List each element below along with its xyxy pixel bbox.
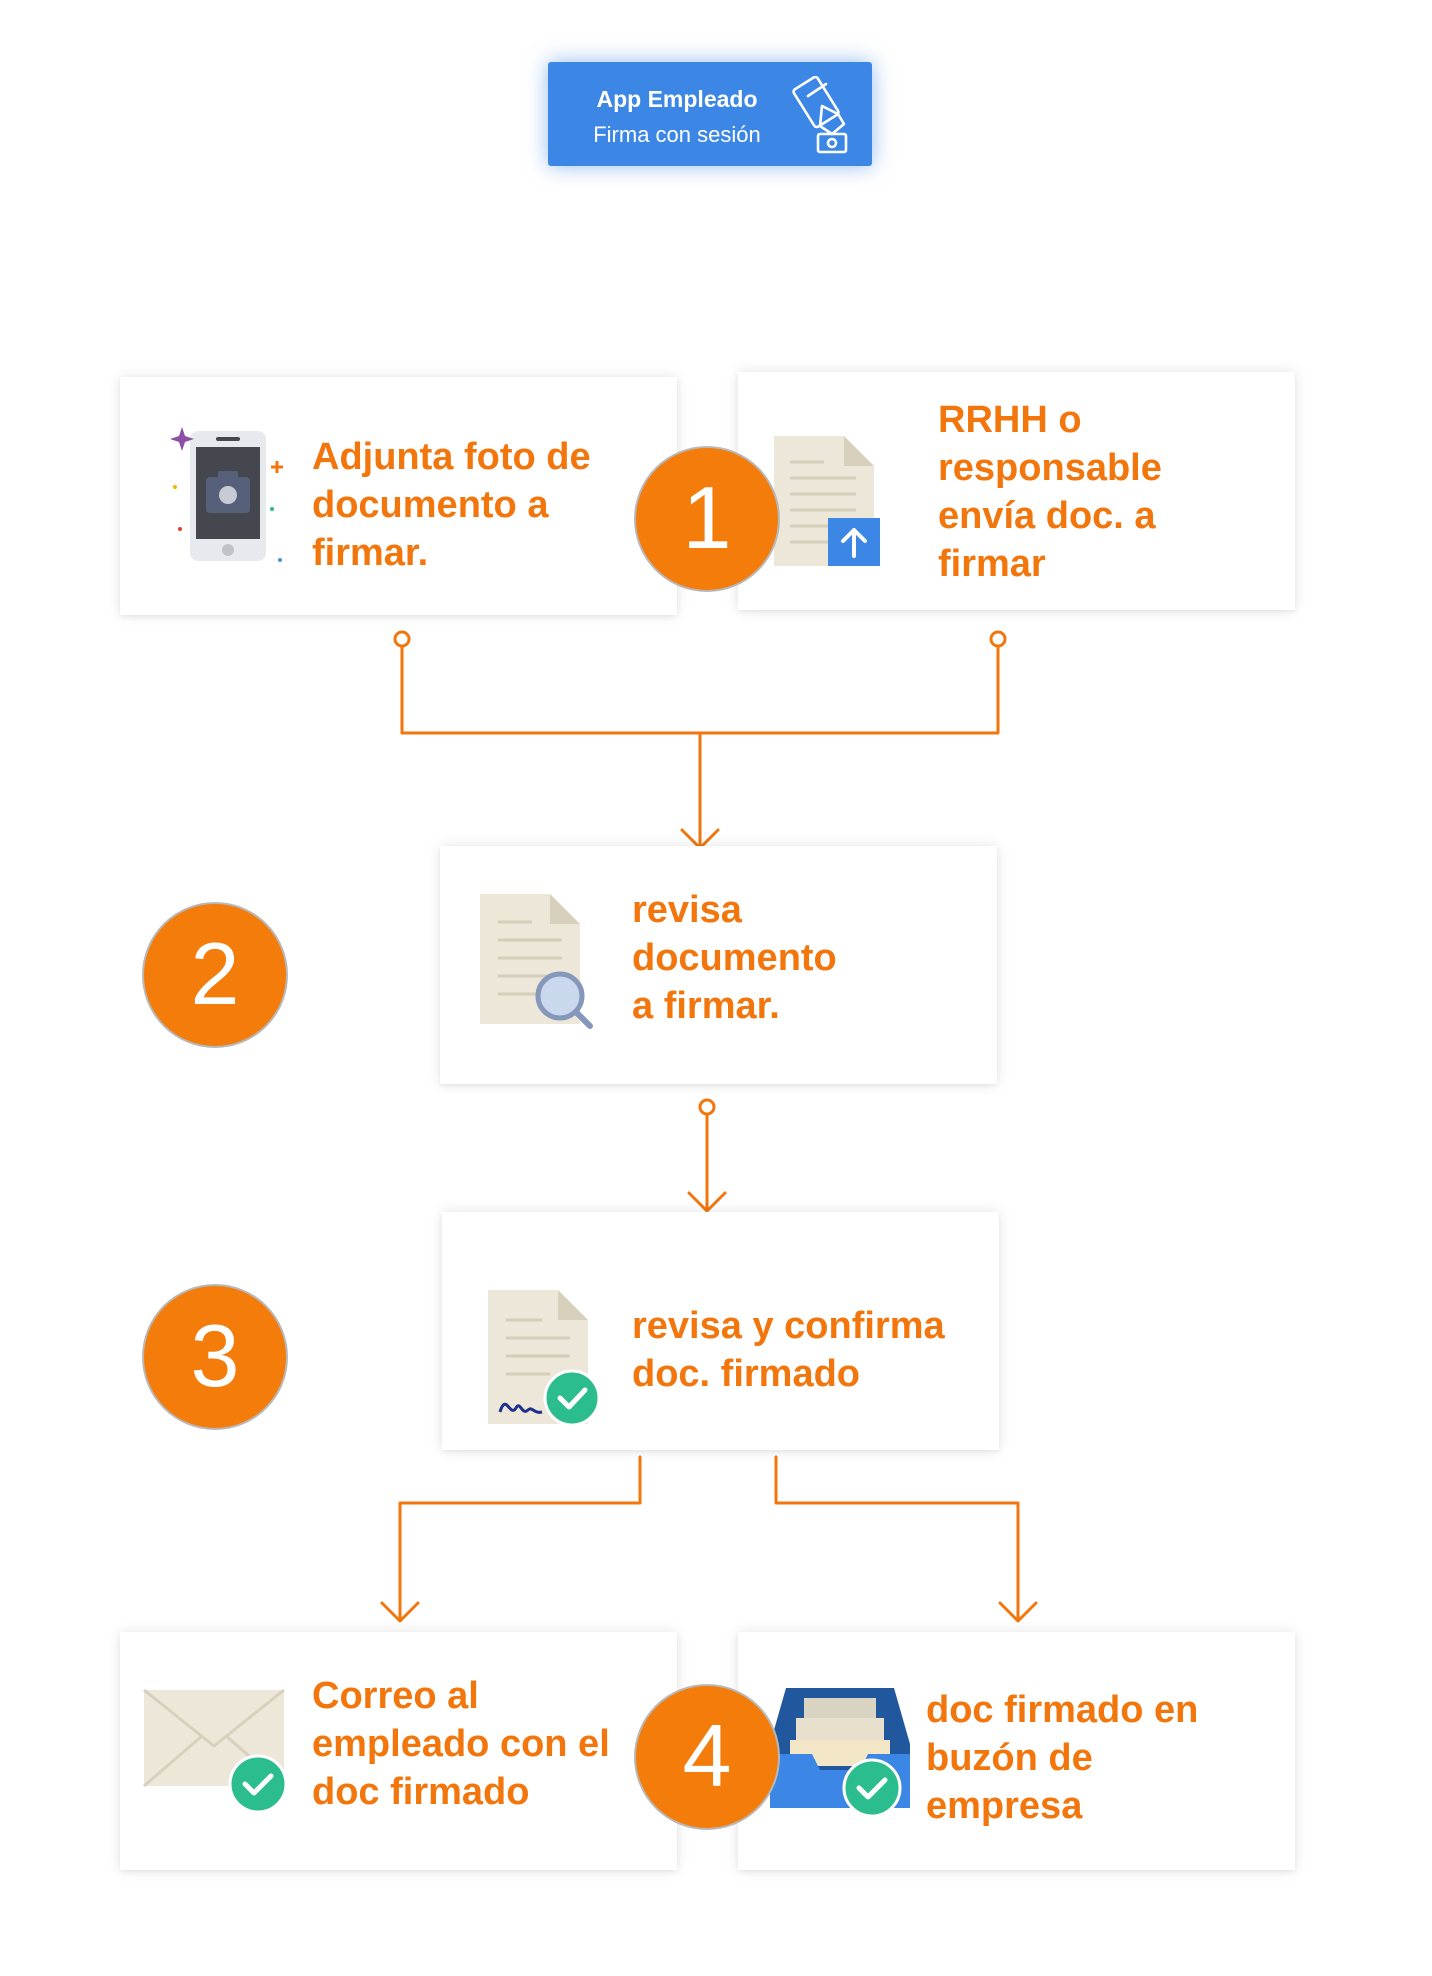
signed-document-check-icon <box>488 1290 601 1427</box>
app-empleado-button[interactable]: App Empleado Firma con sesión <box>548 62 872 166</box>
header-subtitle: Firma con sesión <box>593 122 761 147</box>
connector-dot-right <box>989 630 1007 648</box>
card-mailbox: doc firmado en buzón de empresa <box>738 1632 1295 1870</box>
card-email: Correo al empleado con el doc firmado <box>120 1632 677 1870</box>
confirm-text: revisa y confirma doc. firmado <box>632 1305 945 1395</box>
card-attach-photo: Adjunta foto de documento a firmar. <box>120 377 677 615</box>
inbox-tray-check-icon <box>770 1688 910 1818</box>
arrowhead-to-email <box>380 1601 420 1623</box>
connector-dot-review <box>698 1098 716 1116</box>
attach-photo-text: Adjunta foto de documento a firmar. <box>312 436 591 574</box>
review-text: revisa documento a firmar. <box>632 889 837 1027</box>
arrowhead-to-mailbox <box>998 1601 1038 1623</box>
hr-sends-text: RRHH o responsable envía doc. a firmar <box>938 399 1162 585</box>
step-2-circle: 2 <box>142 902 288 1048</box>
step-4-circle: 4 <box>634 1684 780 1830</box>
hand-signing-icon <box>792 76 848 154</box>
header-title: App Empleado <box>596 86 758 112</box>
connector-dot-left <box>393 630 411 648</box>
merge-line <box>400 644 1000 735</box>
card-review: revisa documento a firmar. <box>440 846 997 1084</box>
step-1-circle: 1 <box>634 446 780 592</box>
step-3-circle: 3 <box>142 1284 288 1430</box>
card-hr-sends: RRHH o responsable envía doc. a firmar <box>738 372 1295 610</box>
email-text: Correo al empleado con el doc firmado <box>312 1675 610 1813</box>
card-confirm: revisa y confirma doc. firmado <box>442 1212 999 1450</box>
split-right-line <box>774 1455 1020 1622</box>
arrowhead-to-confirm <box>687 1191 727 1213</box>
document-search-icon <box>480 894 593 1029</box>
document-upload-icon <box>774 436 880 566</box>
mailbox-text: doc firmado en buzón de empresa <box>926 1689 1199 1827</box>
envelope-check-icon <box>143 1688 288 1814</box>
phone-camera-icon <box>170 427 283 562</box>
split-left-line <box>398 1455 642 1622</box>
